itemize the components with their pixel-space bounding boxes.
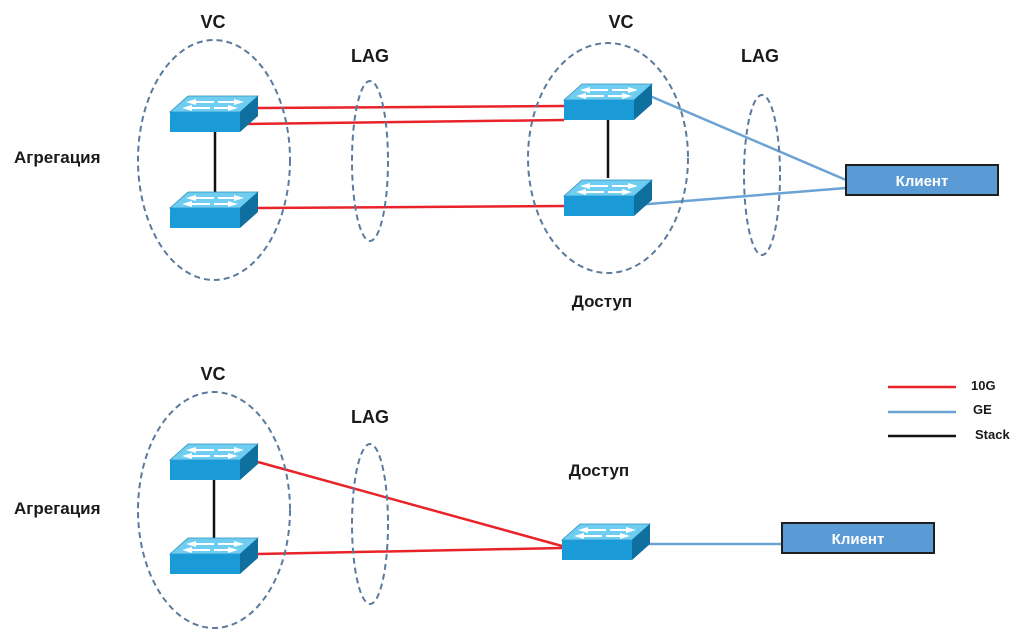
lag-label: LAG <box>351 46 389 66</box>
lag-label: LAG <box>351 407 389 427</box>
client-box <box>845 164 999 196</box>
vc-group-bottom-aggregation <box>137 391 291 629</box>
link-10g-agg2-access2 <box>257 204 565 210</box>
switch-icon <box>563 179 653 217</box>
vc-label: VC <box>200 364 225 384</box>
switch-icon <box>169 537 259 575</box>
access-label: Доступ <box>572 292 632 311</box>
client-label: Клиент <box>896 173 949 190</box>
lag-group-bottom <box>351 443 389 605</box>
lag-group-top-right <box>743 94 781 256</box>
switch-icon <box>169 95 259 133</box>
link-ge-access2-client <box>635 186 847 207</box>
switch-icon <box>563 83 653 121</box>
link-10g-agg1-access <box>257 460 563 548</box>
vc-group-top-access <box>527 42 689 274</box>
switch-icon <box>169 191 259 229</box>
aggregation-label: Агрегация <box>14 148 101 167</box>
access-label: Доступ <box>569 461 629 480</box>
vc-label: VC <box>608 12 633 32</box>
link-10g-agg2-access <box>257 546 563 556</box>
client-box <box>781 522 935 554</box>
vc-label: VC <box>200 12 225 32</box>
link-ge-access1-client <box>649 94 847 182</box>
legend: 10G GE Stack <box>888 378 1010 442</box>
aggregation-label: Агрегация <box>14 499 101 518</box>
switch-icon <box>561 523 651 561</box>
lag-label: LAG <box>741 46 779 66</box>
top-topology: Клиент VC VC LAG LAG Агрегация Доступ <box>14 12 999 311</box>
lag-group-top-left <box>351 80 389 242</box>
vc-group-top-aggregation <box>137 39 291 281</box>
legend-label-10g: 10G <box>971 378 996 393</box>
legend-label-ge: GE <box>973 402 992 417</box>
bottom-topology: Клиент VC LAG Агрегация Доступ <box>14 364 935 629</box>
link-10g-agg1-access1-b <box>239 118 565 126</box>
legend-label-stack: Stack <box>975 427 1010 442</box>
switch-icon <box>169 443 259 481</box>
client-label: Клиент <box>832 531 885 548</box>
link-10g-agg1-access1-a <box>257 104 565 110</box>
